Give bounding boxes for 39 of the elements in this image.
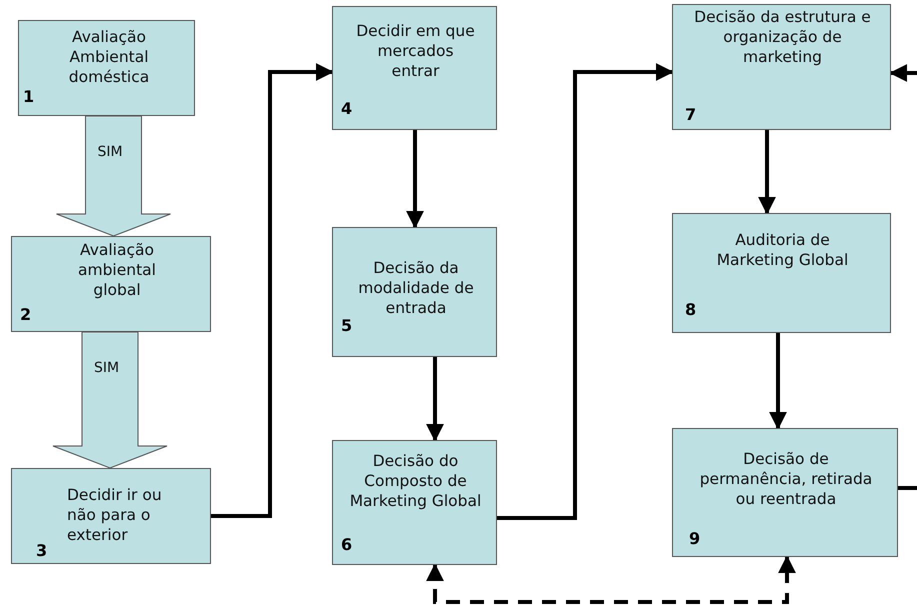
arrow [889, 64, 917, 82]
process-box [672, 428, 898, 557]
step-number: 7 [685, 105, 696, 124]
process-box [11, 236, 211, 332]
arrow [406, 130, 424, 229]
process-box [672, 4, 891, 130]
process-box [672, 213, 891, 333]
arrow [211, 63, 334, 518]
box-text: Auditoria de Marketing Global [716, 230, 850, 270]
arrow [426, 357, 444, 442]
box-text: Avaliação Ambiental doméstica [68, 27, 150, 88]
step-number: 8 [685, 300, 696, 319]
box-text: Avaliação ambiental global [77, 240, 157, 300]
box-text: Decisão do Composto de Marketing Global [348, 451, 482, 512]
edge-label: SIM [98, 144, 123, 160]
edge-label: SIM [94, 360, 120, 376]
dashed-arrow [426, 555, 796, 604]
step-number: 9 [689, 529, 700, 548]
block-arrow [56, 116, 171, 237]
step-number: 1 [23, 87, 34, 106]
box-text: Decidir ir ou não para o exterior [67, 485, 163, 546]
step-number: 6 [341, 535, 352, 554]
process-box [332, 227, 497, 357]
box-text: Decisão da modalidade de entrada [357, 258, 475, 318]
process-box [11, 468, 211, 564]
step-number: 2 [20, 305, 32, 324]
box-text: Decisão de permanência, retirada ou reentrada [698, 449, 874, 510]
box-text: Decidir em que mercados entrar [355, 21, 476, 82]
arrow [497, 63, 674, 520]
process-box [18, 20, 195, 116]
step-number: 4 [341, 99, 352, 118]
arrow [769, 333, 787, 430]
process-box [332, 440, 497, 565]
box-text: Decisão da estrutura e organização de marketing [693, 7, 872, 68]
arrow [758, 130, 776, 215]
block-arrow [52, 332, 168, 469]
process-box [332, 6, 497, 130]
step-number: 5 [341, 316, 352, 335]
step-number: 3 [36, 541, 48, 560]
